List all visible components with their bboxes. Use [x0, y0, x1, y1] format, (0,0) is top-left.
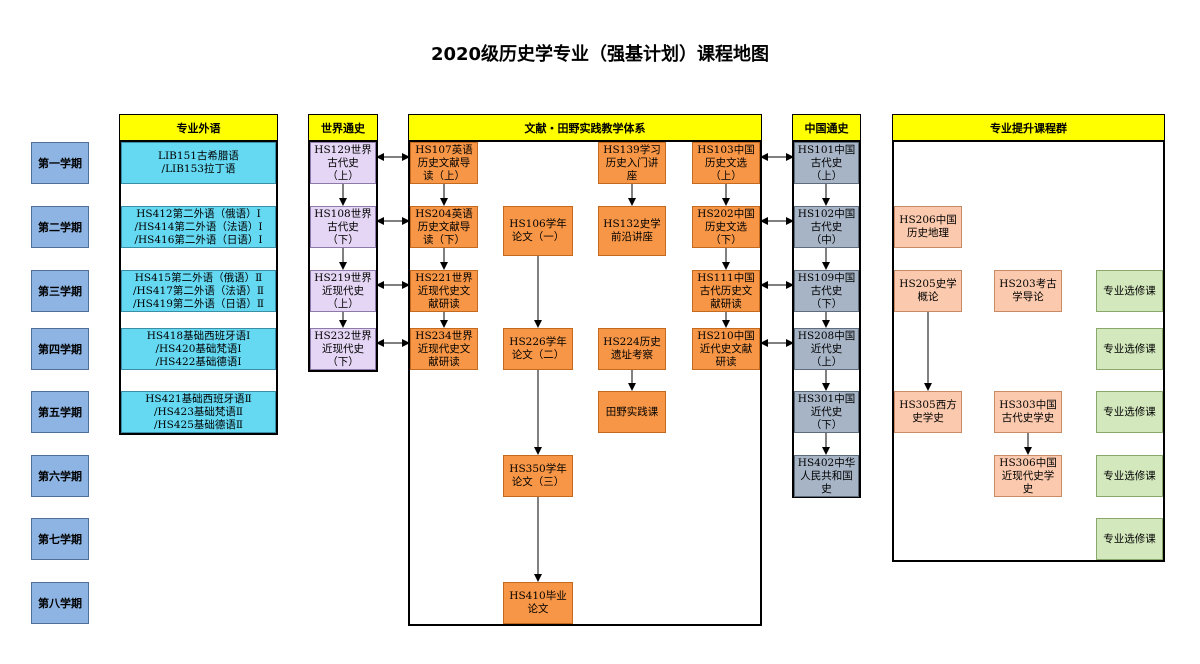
elective-semester-4: 专业选修课 — [1096, 328, 1163, 370]
china-history-panel — [792, 140, 861, 498]
course-hs221: HS221世界 近现代史文 献研读 — [410, 270, 478, 312]
course-hs234: HS234世界 近现代史文 献研读 — [410, 328, 478, 370]
course-hs412-hs416: HS412第二外语（俄语）Ⅰ /HS414第二外语（法语）Ⅰ /HS416第二外… — [121, 206, 276, 248]
semester-8-label: 第八学期 — [31, 582, 89, 624]
course-hs206: HS206中国 历史地理 — [894, 206, 962, 248]
course-hs301: HS301中国 近代史 （下） — [794, 391, 859, 433]
course-hs204: HS204英语 历史文献导 读（下） — [410, 206, 478, 248]
course-hs102: HS102中国 古代史 （中） — [794, 206, 859, 248]
course-lib151-lib153: LIB151古希腊语 /LIB153拉丁语 — [121, 142, 276, 184]
course-hs303: HS303中国 古代史学史 — [994, 391, 1062, 433]
semester-7-label: 第七学期 — [31, 518, 89, 560]
course-hs132: HS132史学 前沿讲座 — [598, 206, 666, 256]
course-hs108: HS108世界 古代史 （下） — [310, 206, 376, 248]
course-hs139: HS139学习 历史入门讲 座 — [598, 142, 666, 184]
course-hs421-hs425: HS421基础西班牙语Ⅱ /HS423基础梵语Ⅱ /HS425基础德语Ⅱ — [121, 391, 276, 433]
course-hs107: HS107英语 历史文献导 读（上） — [410, 142, 478, 184]
semester-3-label: 第三学期 — [31, 270, 89, 312]
course-hs402: HS402中华 人民共和国 史 — [794, 455, 859, 497]
elective-semester-6: 专业选修课 — [1096, 455, 1163, 497]
course-hs305: HS305西方 史学史 — [894, 391, 962, 433]
course-hs202: HS202中国 历史文选 （下） — [692, 206, 760, 248]
course-hs111: HS111中国 古代历史文 献研读 — [692, 270, 760, 312]
course-hs219: HS219世界 近现代史 （上） — [310, 270, 376, 312]
course-hs210: HS210中国 近代史文献 研读 — [692, 328, 760, 370]
course-hs410: HS410毕业 论文 — [503, 582, 573, 624]
course-hs106: HS106学年 论文（一） — [503, 206, 573, 256]
course-hs103: HS103中国 历史文选 （上） — [692, 142, 760, 184]
course-hs226: HS226学年 论文（二） — [503, 328, 573, 370]
elective-semester-7: 专业选修课 — [1096, 518, 1163, 560]
course-hs109: HS109中国 古代史 （下） — [794, 270, 859, 312]
course-hs306: HS306中国 近现代史学 史 — [994, 455, 1062, 497]
semester-1-label: 第一学期 — [31, 142, 89, 184]
course-hs224: HS224历史 遗址考察 — [598, 328, 666, 370]
course-hs205: HS205史学 概论 — [894, 270, 962, 312]
page-title: 2020级历史学专业（强基计划）课程地图 — [430, 44, 770, 65]
course-hs129: HS129世界 古代史 （上） — [310, 142, 376, 184]
course-hs415-hs419: HS415第二外语（俄语）Ⅱ /HS417第二外语（法语）Ⅱ /HS419第二外… — [121, 270, 276, 312]
course-hs232: HS232世界 近现代史 （下） — [310, 328, 376, 370]
header-china-history: 中国通史 — [792, 114, 861, 141]
semester-2-label: 第二学期 — [31, 206, 89, 248]
course-hs101: HS101中国 古代史 （上） — [794, 142, 859, 184]
header-foreign-language: 专业外语 — [119, 114, 278, 141]
header-advanced-courses: 专业提升课程群 — [892, 114, 1165, 141]
semester-5-label: 第五学期 — [31, 391, 89, 433]
course-field-practice: 田野实践课 — [598, 391, 666, 433]
course-hs208: HS208中国 近代史 （上） — [794, 328, 859, 370]
course-hs350: HS350学年 论文（三） — [503, 455, 573, 497]
semester-6-label: 第六学期 — [31, 455, 89, 497]
header-field-practice: 文献・田野实践教学体系 — [408, 114, 762, 141]
semester-4-label: 第四学期 — [31, 328, 89, 370]
course-hs418-hs422: HS418基础西班牙语Ⅰ /HS420基础梵语Ⅰ /HS422基础德语Ⅰ — [121, 328, 276, 370]
course-hs203: HS203考古 学导论 — [994, 270, 1062, 312]
elective-semester-3: 专业选修课 — [1096, 270, 1163, 312]
header-world-history: 世界通史 — [308, 114, 378, 141]
elective-semester-5: 专业选修课 — [1096, 391, 1163, 433]
